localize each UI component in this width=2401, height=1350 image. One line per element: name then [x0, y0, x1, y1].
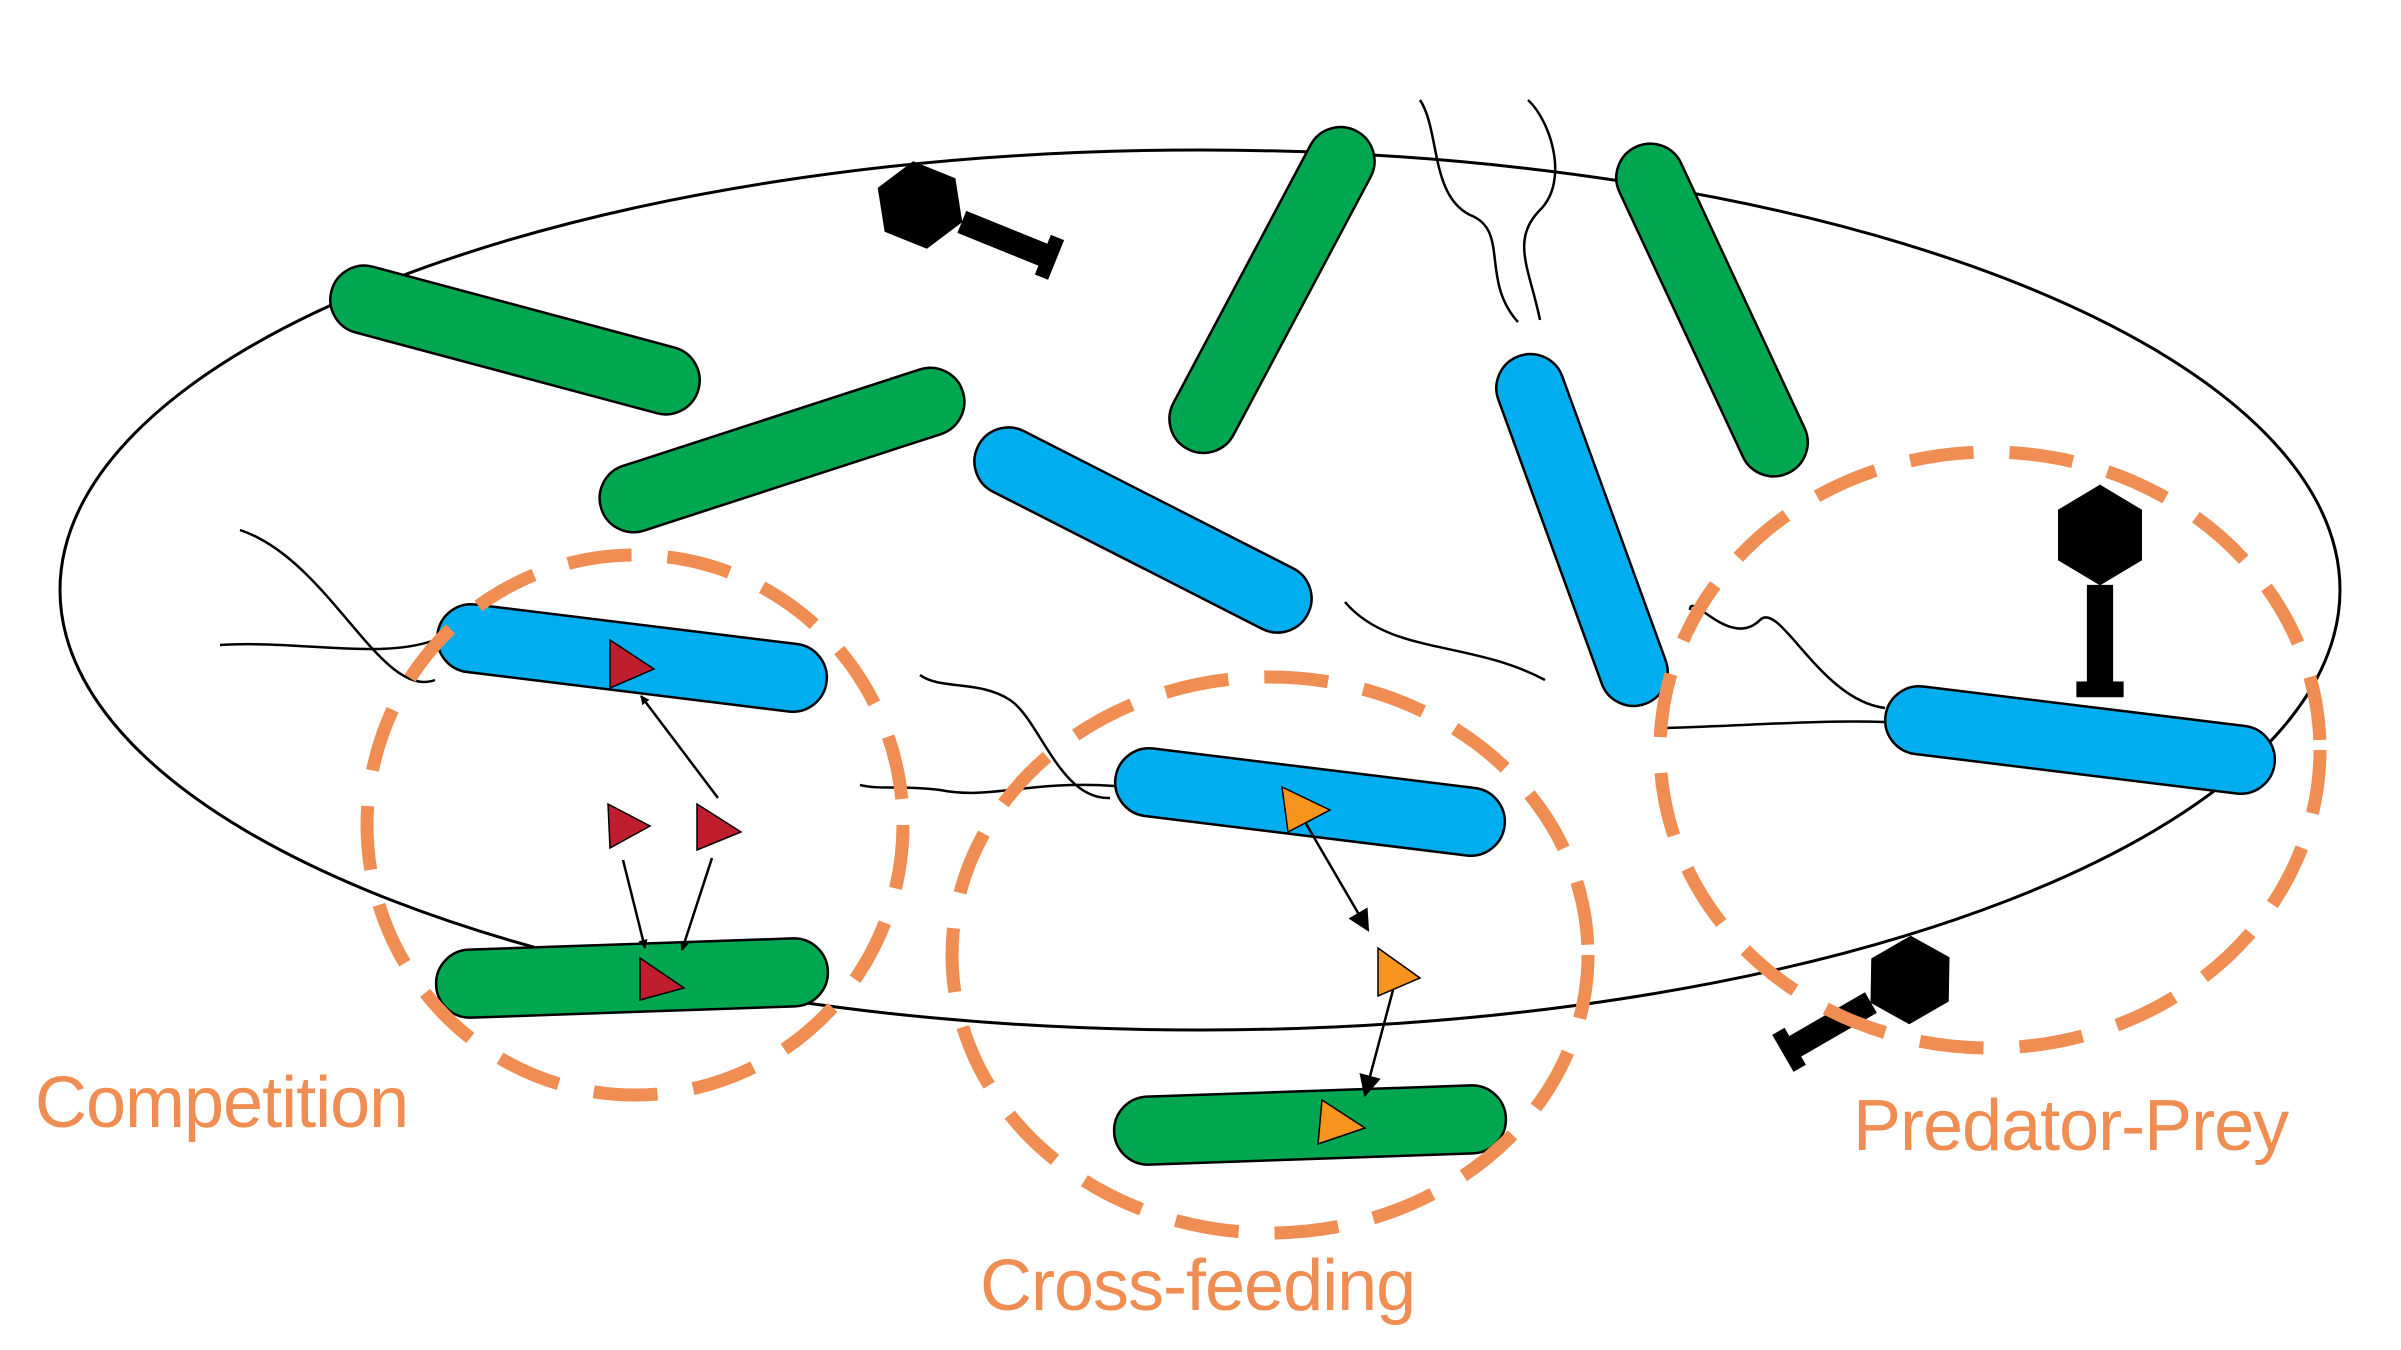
metabolite-red	[696, 802, 743, 852]
green-cell	[434, 937, 830, 1019]
cross-feeding-interaction: Cross-feeding	[945, 670, 1595, 1326]
green-cell	[598, 366, 966, 534]
competition-outline	[360, 548, 910, 1102]
predator-prey-interaction: Predator-Prey	[1653, 445, 2327, 1166]
cross-feeding-label: Cross-feeding	[980, 1246, 1415, 1326]
metabolite-red	[639, 956, 686, 1001]
green-cell	[329, 264, 701, 416]
competition-label: Competition	[35, 1063, 408, 1143]
green-cell	[1168, 125, 1376, 455]
flagella	[219, 99, 1886, 800]
metabolite-red	[609, 638, 656, 690]
green-cell	[1615, 142, 1809, 478]
predator-prey-outline	[1653, 445, 2327, 1055]
blue-cell	[1883, 685, 2277, 795]
metabolite-red	[607, 802, 652, 850]
predator-prey-label: Predator-Prey	[1853, 1086, 2289, 1166]
competition-interaction: Competition	[35, 548, 910, 1143]
blue-cell	[1495, 352, 1669, 708]
community-boundary	[58, 148, 2342, 1032]
phages	[846, 109, 2195, 1164]
cross-feeding-outline	[945, 670, 1595, 1240]
phage-icon	[846, 109, 1155, 366]
green-cell	[1112, 1084, 1508, 1166]
metabolite-orange	[1377, 946, 1422, 998]
metabolite-orange	[1317, 1098, 1367, 1146]
metabolite-orange	[1281, 785, 1332, 834]
blue-cell	[973, 426, 1313, 634]
bacteria	[329, 125, 2277, 1166]
